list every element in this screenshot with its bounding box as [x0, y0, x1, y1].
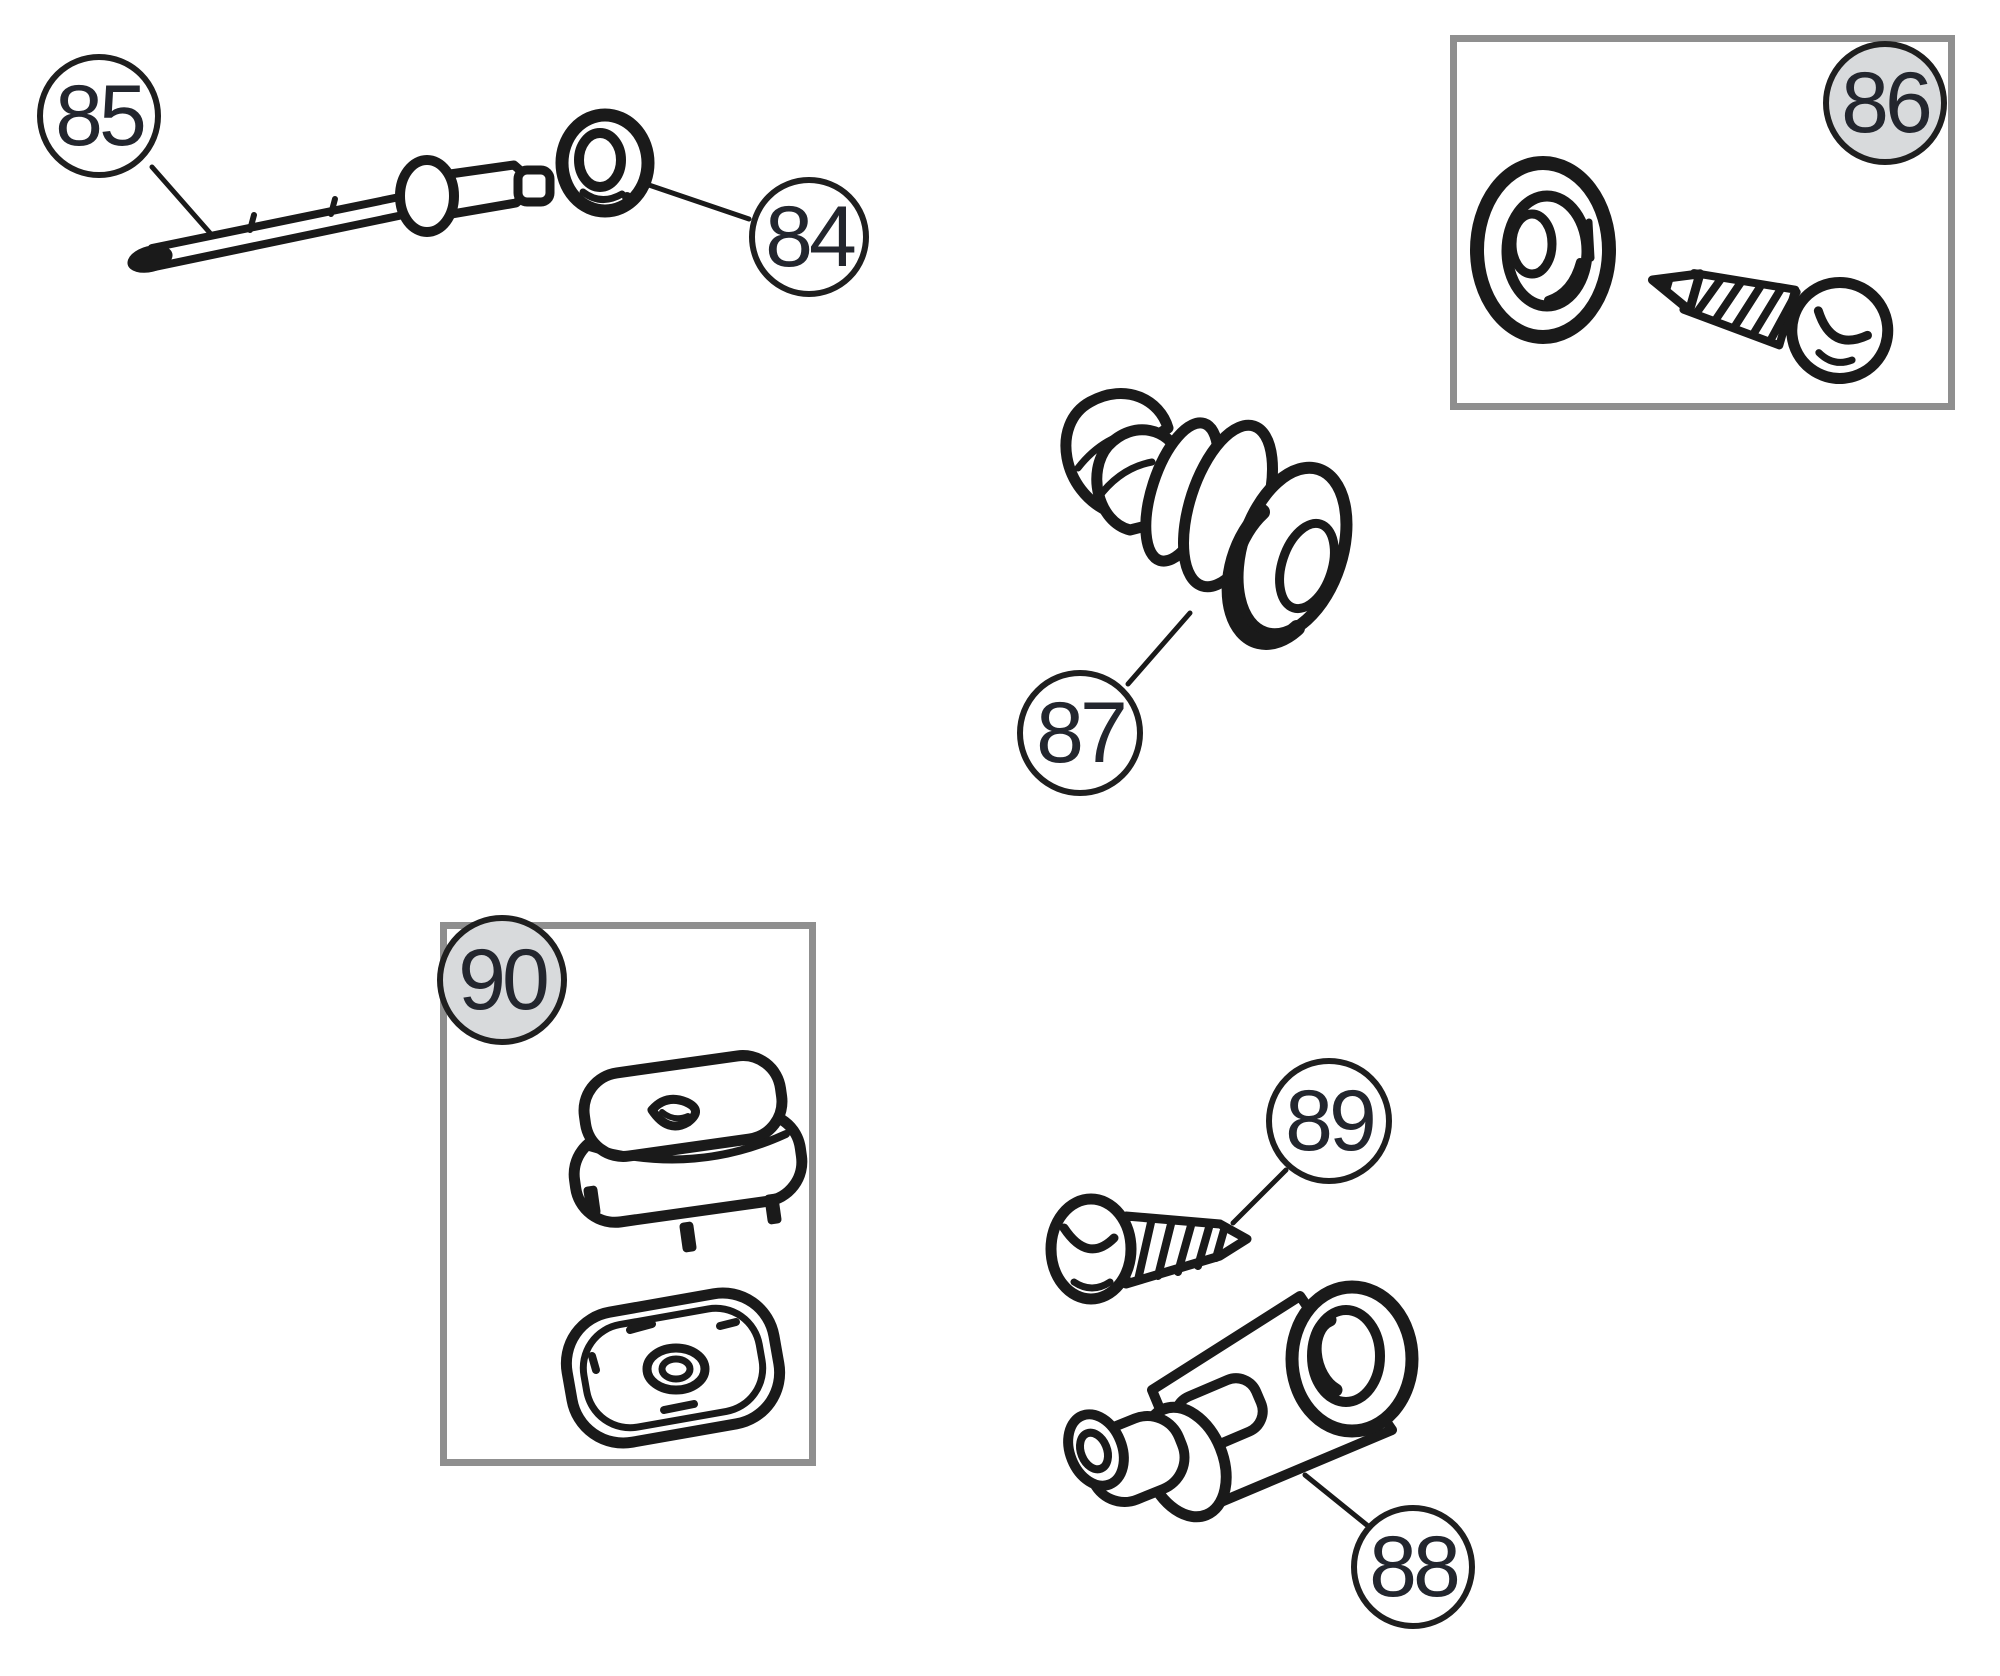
part-callout-84[interactable]: 84: [749, 177, 869, 297]
leader-line-84: [640, 180, 752, 222]
push-in-plug-icon: [1060, 388, 1353, 650]
leader-line-85: [149, 164, 213, 236]
part-callout-87[interactable]: 87: [1017, 670, 1143, 796]
leader-line-88: [1302, 1472, 1371, 1529]
nut-icon: [555, 108, 655, 218]
pan-head-screw-icon: [1045, 1193, 1252, 1305]
grommet-icon: [1470, 156, 1616, 344]
padded-plug-icon: [568, 1050, 808, 1253]
leader-line-89: [1230, 1167, 1289, 1226]
tapered-pin-with-collar-icon: [127, 155, 555, 273]
tapping-screw-icon: [1647, 269, 1894, 385]
leader-lines: [149, 164, 1371, 1529]
part-callout-85[interactable]: 85: [37, 54, 161, 178]
part-callout-86[interactable]: 86: [1823, 41, 1947, 165]
part-callout-89[interactable]: 89: [1266, 1058, 1392, 1184]
leader-line-87: [1125, 610, 1193, 687]
gasket-plate-icon: [560, 1287, 786, 1449]
part-callout-90[interactable]: 90: [437, 915, 567, 1045]
part-callout-88[interactable]: 88: [1351, 1505, 1475, 1629]
bushing-link-icon: [1063, 1280, 1419, 1523]
